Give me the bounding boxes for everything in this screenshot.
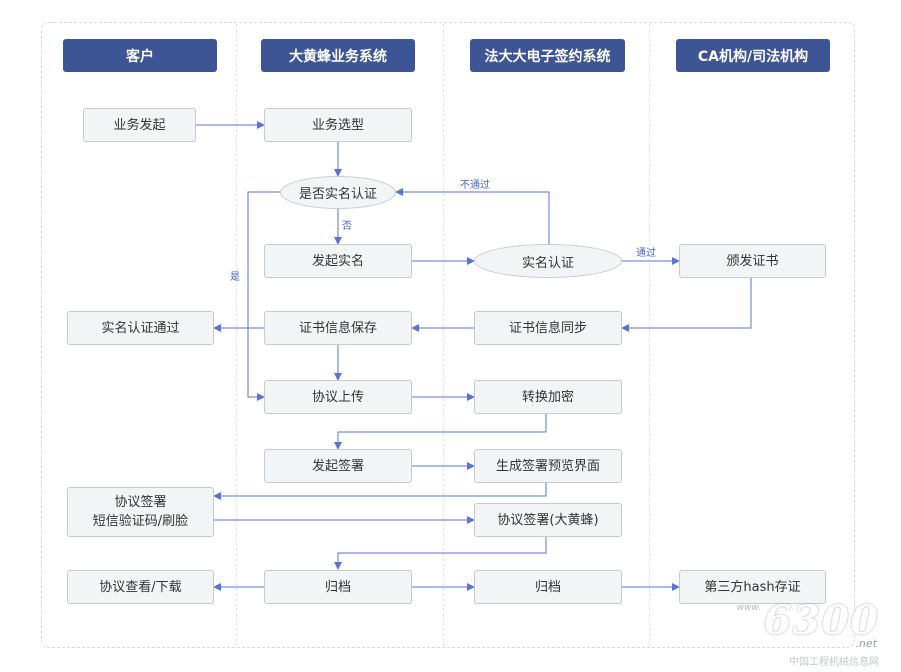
watermark-site-name: 中国工程机械信息网 bbox=[789, 657, 879, 668]
node-initiate-sign: 发起签署 bbox=[264, 449, 412, 483]
node-initiate-realname: 发起实名 bbox=[264, 244, 412, 278]
edge-label-passed: 通过 bbox=[636, 248, 656, 259]
node-customer-sign: 协议签署 短信验证码/刷脸 bbox=[67, 487, 214, 537]
watermark-www: www. bbox=[736, 603, 761, 613]
node-realname-passed: 实名认证通过 bbox=[67, 311, 214, 345]
customer-sign-line2: 短信验证码/刷脸 bbox=[92, 514, 189, 529]
lane-header-customer: 客户 bbox=[63, 39, 217, 72]
lane-separator-3 bbox=[649, 24, 650, 646]
node-view-download: 协议查看/下载 bbox=[67, 570, 214, 604]
diagram-frame bbox=[41, 22, 855, 648]
watermark-net: .net bbox=[855, 637, 877, 650]
node-generate-preview: 生成签署预览界面 bbox=[474, 449, 622, 483]
node-realname-check: 是否实名认证 bbox=[280, 176, 396, 209]
node-archive-business: 归档 bbox=[264, 570, 412, 604]
lane-header-esign-system: 法大大电子签约系统 bbox=[470, 39, 625, 72]
watermark-number: 6300 bbox=[763, 597, 879, 644]
edge-label-yes: 是 bbox=[230, 272, 240, 283]
node-issue-cert: 颁发证书 bbox=[679, 244, 826, 278]
node-agreement-sign-dhf: 协议签署(大黄蜂) bbox=[474, 503, 622, 537]
node-agreement-upload: 协议上传 bbox=[264, 380, 412, 414]
lane-separator-1 bbox=[236, 24, 237, 646]
edge-label-no: 否 bbox=[342, 221, 352, 232]
lane-header-business-system: 大黄蜂业务系统 bbox=[261, 39, 415, 72]
node-realname-auth: 实名认证 bbox=[474, 244, 622, 278]
node-third-party-hash: 第三方hash存证 bbox=[679, 570, 826, 604]
lane-separator-2 bbox=[443, 24, 444, 646]
watermark-logo: 6300 www. .net 中国工程机械信息网 bbox=[737, 597, 879, 668]
customer-sign-line1: 协议签署 bbox=[114, 495, 167, 510]
node-archive-fdd: 归档 bbox=[474, 570, 622, 604]
node-convert-encrypt: 转换加密 bbox=[474, 380, 622, 414]
node-cert-sync: 证书信息同步 bbox=[474, 311, 622, 345]
lane-header-ca-judicial: CA机构/司法机构 bbox=[676, 39, 830, 72]
node-business-select: 业务选型 bbox=[264, 108, 412, 142]
edge-label-not-passed: 不通过 bbox=[460, 180, 490, 191]
node-business-initiate: 业务发起 bbox=[83, 108, 196, 142]
node-cert-save: 证书信息保存 bbox=[264, 311, 412, 345]
